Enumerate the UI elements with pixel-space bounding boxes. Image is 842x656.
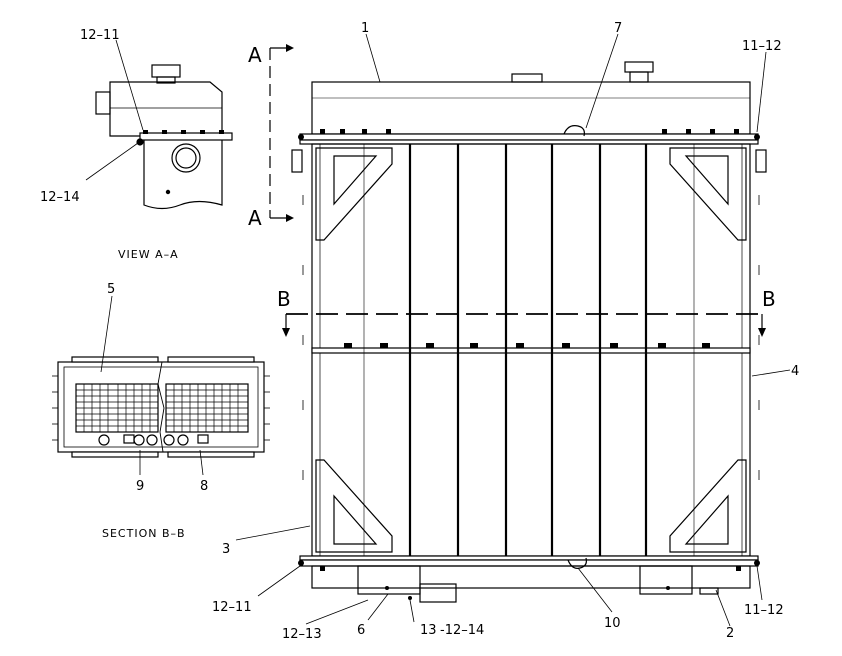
- section-marker-a-bottom: A: [248, 206, 262, 230]
- callout-12-14: -12–14: [440, 623, 484, 638]
- callout-11-12-top: 11–12: [742, 39, 782, 54]
- callout-2: 2: [726, 626, 734, 641]
- view-aa-caption: VIEW A–A: [118, 248, 179, 261]
- section-b-b: [52, 295, 270, 476]
- section-bb-caption: SECTION B–B: [102, 527, 186, 540]
- section-cut-lines: [269, 44, 766, 337]
- callout-3: 3: [222, 542, 230, 557]
- leader-lines: [235, 33, 791, 627]
- section-marker-b-left: B: [277, 287, 291, 311]
- callout-1: 1: [361, 21, 369, 36]
- main-view: [291, 61, 767, 603]
- callout-view-12-11: 12–11: [80, 28, 120, 43]
- callout-10: 10: [604, 616, 621, 631]
- callout-view-12-14: 12–14: [40, 190, 80, 205]
- callout-13: 13: [420, 623, 437, 638]
- callout-6: 6: [357, 623, 365, 638]
- labels: A A B B VIEW A–A SECTION B–B 12–11 12–14…: [40, 21, 799, 642]
- callout-4: 4: [791, 364, 799, 379]
- callout-8: 8: [200, 479, 208, 494]
- section-marker-a-top: A: [248, 43, 262, 67]
- section-marker-b-right: B: [762, 287, 776, 311]
- callout-5: 5: [107, 282, 115, 297]
- view-a-a: [85, 39, 233, 210]
- callout-12-11-bottom: 12–11: [212, 600, 252, 615]
- callout-12-13: 12–13: [282, 627, 322, 642]
- callout-11-12-bottom: 11–12: [744, 603, 784, 618]
- callout-7: 7: [614, 21, 622, 36]
- callout-9: 9: [136, 479, 144, 494]
